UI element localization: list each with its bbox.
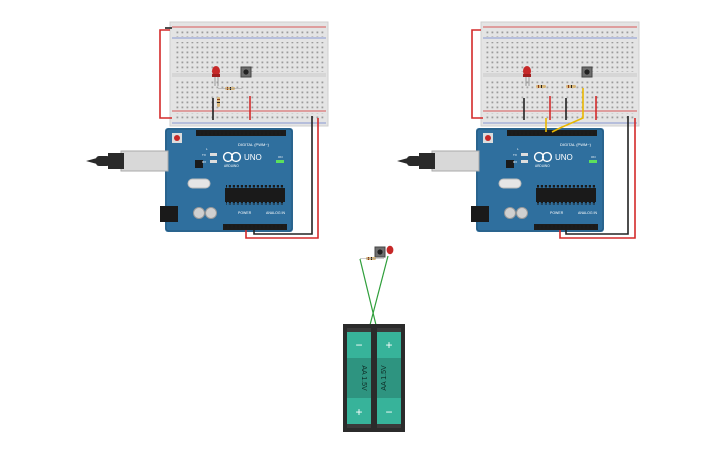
rx-label: RX [202, 160, 206, 164]
battery-cell-left-label: AA 1.5V [360, 365, 367, 391]
l-label: L [517, 147, 519, 151]
arduino-logo-icon [222, 151, 242, 163]
resistor-icon[interactable] [360, 257, 384, 260]
right-circuit[interactable]: DIGITAL (PWM~) UNO ARDUINO TX RX L ON PO… [397, 21, 640, 239]
digital-label: DIGITAL (PWM~) [560, 142, 592, 147]
resistor-icon[interactable] [217, 97, 220, 107]
on-label: ON [278, 155, 283, 159]
left-circuit[interactable]: DIGITAL (PWM~) UNO ARDUINO TX RX L ON [86, 21, 329, 239]
resistor-icon[interactable] [566, 85, 576, 88]
pushbutton-icon[interactable] [240, 66, 252, 78]
tx-label: TX [202, 153, 206, 157]
wire-red[interactable] [471, 29, 483, 119]
power-label: POWER [550, 211, 564, 215]
battery-minus-label: − [385, 405, 392, 419]
uno-label: UNO [244, 153, 262, 162]
analog-label: ANALOG IN [578, 211, 598, 215]
led-icon[interactable] [523, 66, 531, 86]
resistor-icon[interactable] [218, 87, 242, 90]
digital-label: DIGITAL (PWM~) [238, 142, 270, 147]
battery-minus-label: − [355, 338, 362, 352]
brand-label: ARDUINO [535, 164, 550, 168]
battery-plus-label: + [385, 338, 392, 352]
battery-cell-right-label: AA 1.5V [381, 365, 388, 391]
l-label: L [206, 147, 208, 151]
resistor-icon[interactable] [536, 85, 546, 88]
brand-label: ARDUINO [224, 164, 239, 168]
wire-black[interactable] [565, 116, 629, 235]
power-jack[interactable] [160, 206, 178, 222]
arduino-uno-left[interactable]: DIGITAL (PWM~) UNO ARDUINO TX RX L ON [160, 128, 293, 232]
battery-plus-label: + [355, 405, 362, 419]
usb-plug-icon[interactable] [397, 150, 480, 172]
power-label: POWER [238, 211, 252, 215]
tx-label: TX [513, 153, 517, 157]
battery-pack[interactable]: − AA 1.5V + + AA 1.5V − [343, 324, 405, 432]
pushbutton-icon[interactable] [581, 66, 593, 78]
wire-black[interactable] [253, 116, 313, 235]
rx-label: RX [513, 160, 517, 164]
battery-circuit[interactable]: − AA 1.5V + + AA 1.5V − [343, 245, 405, 432]
wire-green[interactable] [369, 255, 389, 326]
uno-label: UNO [555, 153, 573, 162]
wire-red[interactable] [159, 29, 172, 119]
wire-red[interactable] [245, 118, 319, 239]
pushbutton-icon[interactable] [374, 246, 386, 258]
wire-red[interactable] [559, 118, 636, 239]
arduino-uno-right[interactable]: DIGITAL (PWM~) UNO ARDUINO TX RX L ON PO… [471, 128, 604, 232]
breadboard-right[interactable] [480, 21, 640, 127]
usb-plug-icon[interactable] [86, 150, 169, 172]
power-jack[interactable] [471, 206, 489, 222]
on-label: ON [591, 155, 596, 159]
arduino-logo-icon [533, 151, 553, 163]
analog-label: ANALOG IN [266, 211, 286, 215]
wire-yellow[interactable] [551, 88, 584, 133]
wire-green[interactable] [359, 258, 377, 326]
led-icon[interactable] [212, 66, 220, 86]
led-icon[interactable] [386, 245, 394, 255]
